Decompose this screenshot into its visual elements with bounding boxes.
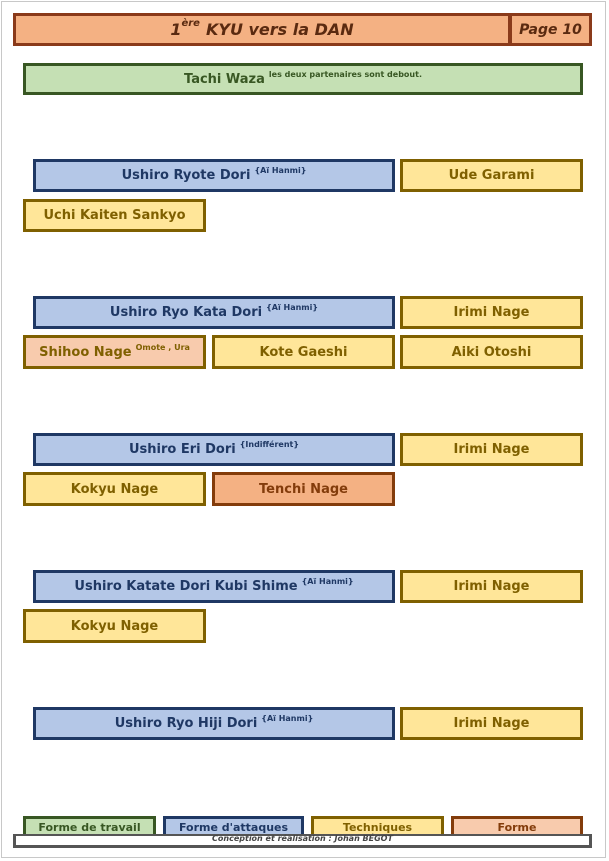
category-note: les deux partenaires sont debout. [268,69,422,79]
legend-label: Forme de travail [38,821,141,834]
technique-label: Irimi Nage [453,305,530,320]
technique-label: Kokyu Nage [70,618,159,634]
technique-label: Ude Garami [448,168,535,183]
technique-box: Kote Gaeshi [212,335,395,369]
title-number: 1 [170,20,182,39]
page-number: Page 10 [509,13,592,46]
legend-label: Forme d'attaques [178,821,289,834]
technique-note: Omote , Ura [135,342,190,352]
attack-stance: {Aï Hanmi} [301,577,354,586]
attack-label: Ushiro Ryote Dori [121,168,251,183]
footer-divider [13,834,592,837]
technique-box: Kokyu Nage [23,609,206,643]
technique-label: Kote Gaeshi [259,344,348,360]
attack-box: Ushiro Ryo Hiji Dori{Aï Hanmi} [33,707,395,740]
technique-label: Uchi Kaiten Sankyo [43,208,186,223]
technique-label: Irimi Nage [453,716,530,731]
legend-techniques: Techniques [311,816,444,836]
technique-label: Irimi Nage [453,442,530,457]
footer-credit: Conception et réalisation : Johan BÉGOT [212,834,393,843]
attack-label: Ushiro Ryo Hiji Dori [114,716,258,731]
legend-forme-de-travail: Forme de travail [23,816,156,836]
attack-label: Ushiro Eri Dori [128,442,236,457]
footer: Conception et réalisation : Johan BÉGOT [13,834,592,848]
legend-label: Forme [497,821,537,834]
attack-label: Ushiro Katate Dori Kubi Shime [74,579,298,594]
legend-forme-d-attaques: Forme d'attaques [163,816,304,836]
page-number-label: Page 10 [519,21,582,38]
legend-forme: Forme [451,816,583,836]
technique-box: Uchi Kaiten Sankyo [23,199,206,232]
technique-box: Tenchi Nage [212,472,395,506]
attack-box: Ushiro Eri Dori{Indifférent} [33,433,395,466]
technique-box: Irimi Nage [400,433,583,466]
attack-stance: {Aï Hanmi} [266,303,319,312]
technique-box: Irimi Nage [400,296,583,329]
attack-box: Ushiro Ryote Dori{Aï Hanmi} [33,159,395,192]
category-label: Tachi Waza [184,71,265,87]
attack-box: Ushiro Ryo Kata Dori{Aï Hanmi} [33,296,395,329]
legend-label: Techniques [342,821,413,834]
technique-label: Aiki Otoshi [451,344,532,360]
attack-stance: {Aï Hanmi} [254,166,307,175]
technique-label: Shihoo Nage [39,344,132,360]
attack-stance: {Indifférent} [239,440,300,449]
technique-label: Irimi Nage [453,579,530,594]
technique-box: Kokyu Nage [23,472,206,506]
attack-stance: {Aï Hanmi} [261,714,314,723]
attack-label: Ushiro Ryo Kata Dori [109,305,263,320]
technique-box: Irimi Nage [400,570,583,603]
technique-box: Aiki Otoshi [400,335,583,369]
title-superscript: ère [181,18,200,29]
technique-box: Ude Garami [400,159,583,192]
attack-box: Ushiro Katate Dori Kubi Shime{Aï Hanmi} [33,570,395,603]
technique-label: Tenchi Nage [259,481,348,497]
technique-label: Kokyu Nage [70,481,159,497]
title-text: KYU vers la DAN [205,20,354,39]
technique-box: Irimi Nage [400,707,583,740]
